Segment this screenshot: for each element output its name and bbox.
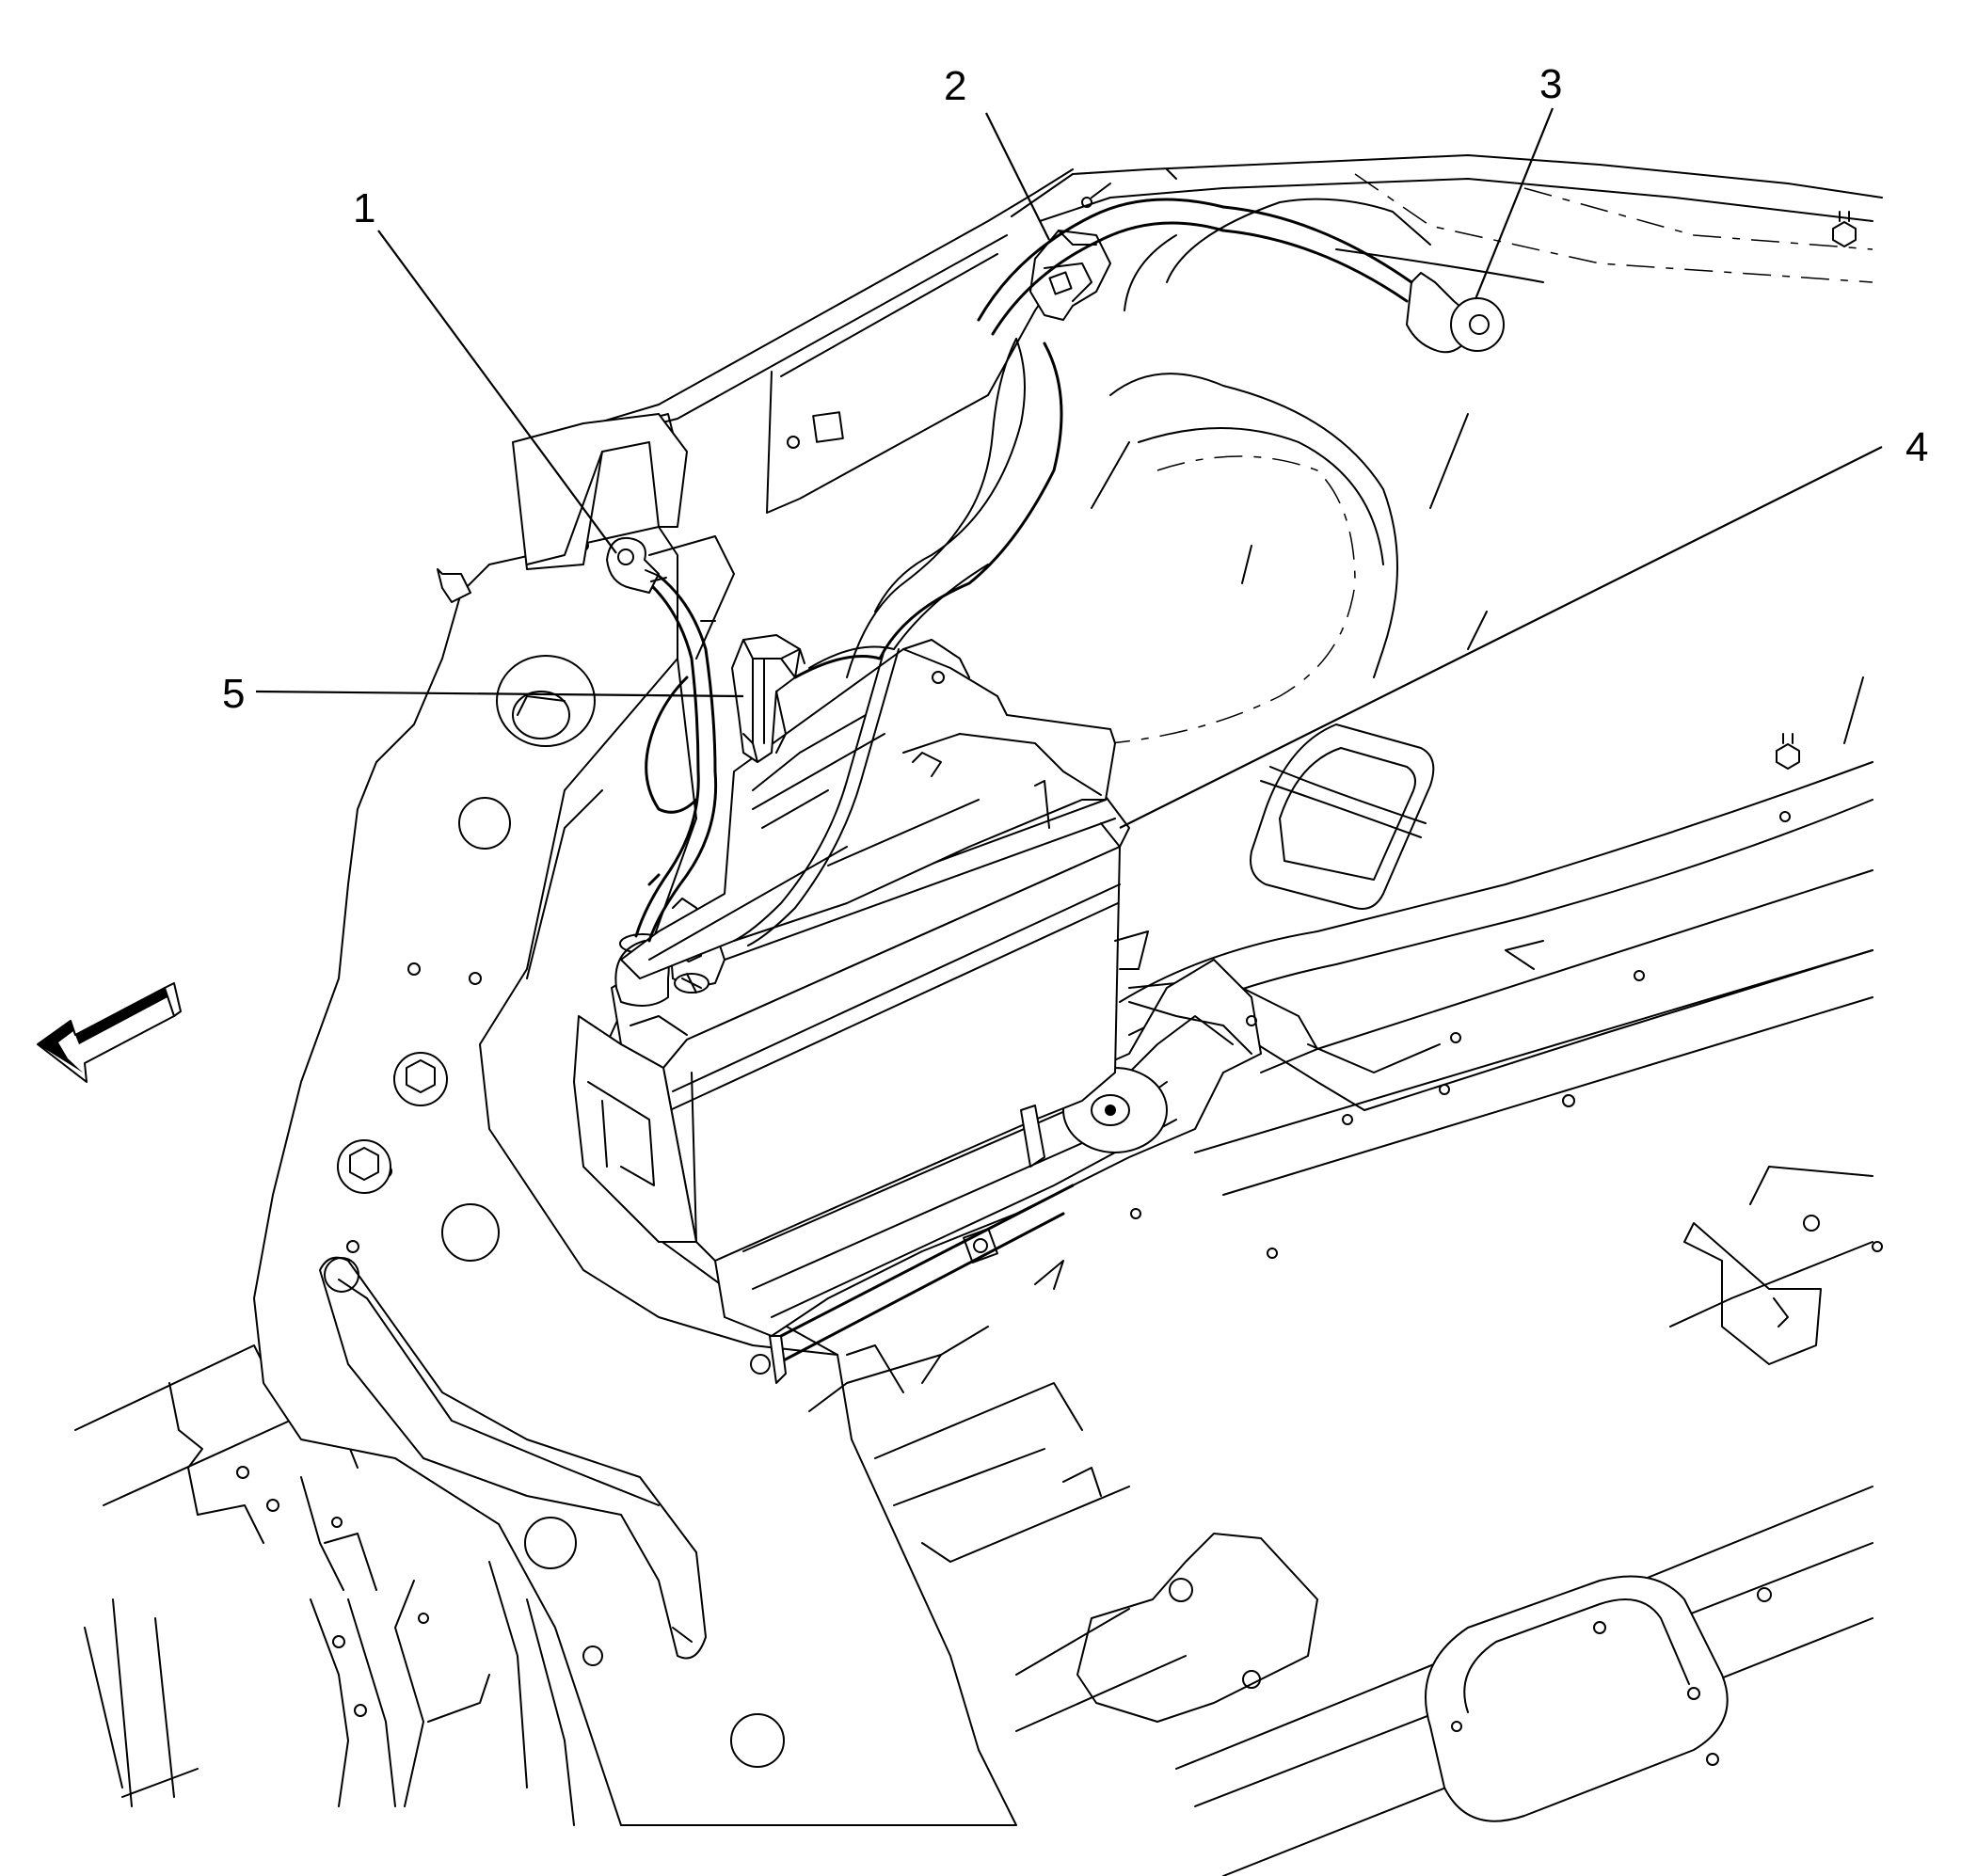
right-bracket <box>1505 940 1883 1365</box>
callout-4: 4 <box>1119 424 1928 829</box>
callout-3-label: 3 <box>1539 61 1562 107</box>
harness-connector-2 <box>1029 230 1111 321</box>
sensor-connector <box>731 634 805 763</box>
frame-bolt-lower <box>337 1139 391 1194</box>
callout-5: 5 <box>222 671 744 717</box>
callout-2: 2 <box>944 63 1050 241</box>
battery-cable-eyelet-3 <box>977 198 1505 354</box>
callout-2-label: 2 <box>944 63 966 109</box>
ground-eyelet <box>606 536 667 594</box>
stud-right-mid <box>1776 733 1800 770</box>
callout-1-label: 1 <box>353 185 375 231</box>
callout-5-label: 5 <box>222 671 245 717</box>
frame-bolt-upper <box>393 1052 448 1106</box>
callout-4-label: 4 <box>1905 424 1928 470</box>
lower-right-plate <box>1175 1486 1873 1876</box>
center-lower-bracket <box>874 1382 1318 1732</box>
sensor-harness <box>733 338 1063 946</box>
left-frame-rail <box>253 413 1017 1826</box>
callout-1: 1 <box>353 185 617 554</box>
floor-pan-panel <box>1011 154 1883 744</box>
front-direction-arrow-icon <box>37 982 182 1083</box>
stud-top-right <box>1832 211 1857 247</box>
mount-pad <box>1250 723 1435 910</box>
callout-3: 3 <box>1474 61 1562 300</box>
rail-top-bracket <box>437 413 688 603</box>
negative-battery-cable <box>634 574 718 943</box>
left-lower-structure <box>74 1307 641 1826</box>
battery-cover <box>620 639 1257 1055</box>
